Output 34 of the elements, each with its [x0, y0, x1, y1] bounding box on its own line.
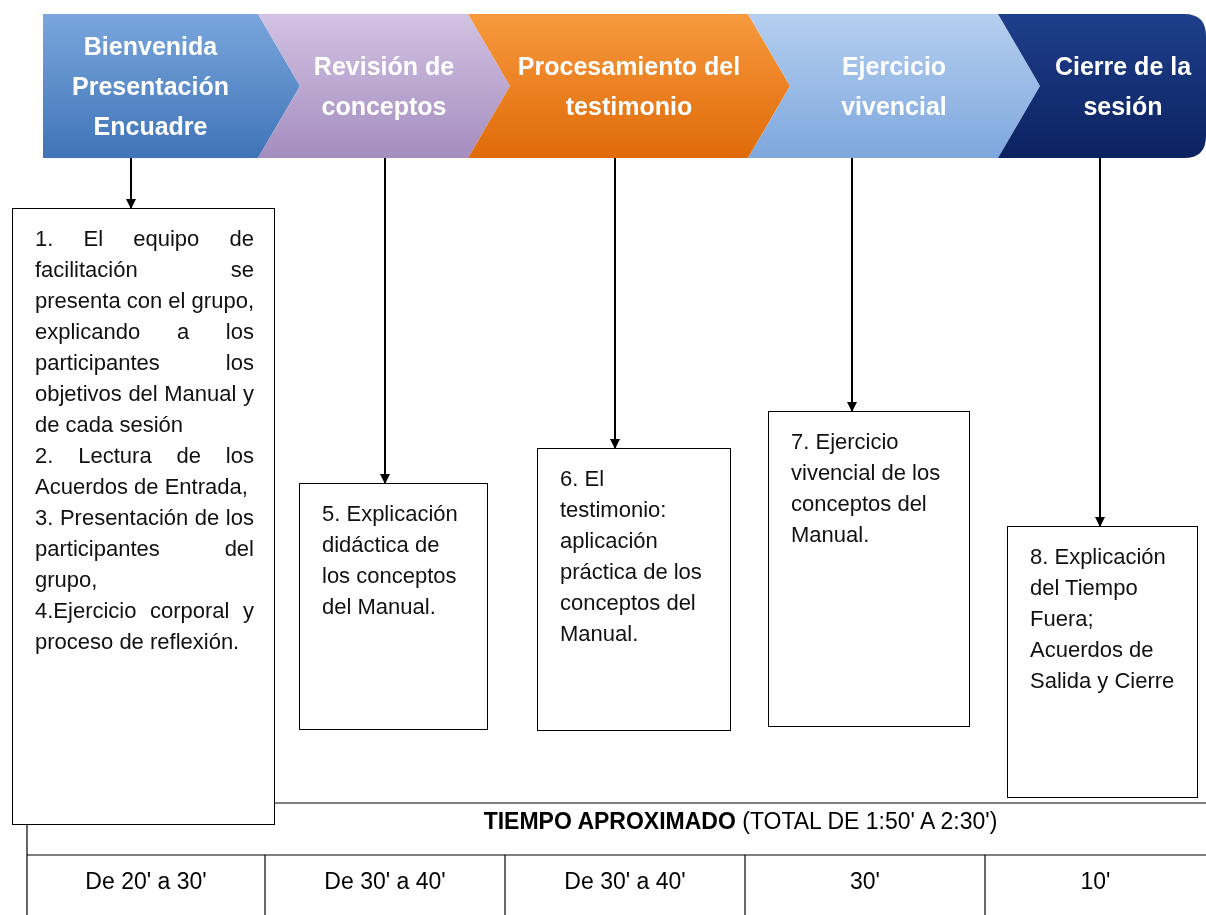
chevron-step: [258, 14, 510, 158]
arrow: [126, 157, 136, 209]
arrow: [610, 157, 620, 449]
step-title: Ejercicio vivencial: [840, 51, 948, 122]
chevron-step: [468, 14, 790, 158]
arrow: [1095, 157, 1105, 527]
description-text: 8. Explicación del Tiempo Fuera; Acuerdos de Salida y Cierre: [1030, 543, 1176, 695]
chevron-step: [748, 14, 1040, 158]
chevron-step: [43, 14, 300, 158]
description-text: 1. El equipo de facilitación se presenta con el grupo, explicando a los participantes los objetivos del Manual y de cada sesión: [35, 225, 254, 439]
time-value: 30': [849, 868, 881, 895]
step-title: Bienvenida Presentación Encuadre: [71, 31, 230, 142]
arrow: [847, 157, 857, 412]
time-value: De 30' a 40': [323, 868, 447, 895]
time-value: De 30' a 40': [563, 868, 687, 895]
step-title: Cierre de la sesión: [1053, 51, 1193, 122]
step-title: Procesamiento del testimonio: [516, 51, 742, 122]
table-heading: TIEMPO APROXIMADO (TOTAL DE 1:50' A 2:30'): [482, 808, 999, 835]
time-value: 10': [1079, 868, 1112, 895]
description-text: 6. El testimonio: aplicación práctica de los conceptos del Manual.: [560, 465, 703, 648]
rounded-step-box: [998, 14, 1206, 158]
time-value: De 20' a 30': [84, 868, 208, 895]
description-box: [299, 483, 488, 730]
description-text: 4.Ejercicio corporal y proceso de reflexión.: [35, 597, 254, 656]
description-text: 5. Explicación didáctica de los conceptos del Manual.: [322, 500, 459, 621]
description-text: 7. Ejercicio vivencial de los conceptos del Manual.: [791, 428, 942, 549]
step-title: Revisión de conceptos: [312, 51, 456, 122]
description-box: [1007, 526, 1198, 798]
description-box: [537, 448, 731, 731]
description-box: [768, 411, 970, 727]
arrow: [380, 157, 390, 484]
description-box: [12, 208, 275, 825]
description-text: 2. Lectura de los Acuerdos de Entrada,: [35, 442, 254, 501]
description-text: 3. Presentación de los participantes del grupo,: [35, 504, 254, 594]
